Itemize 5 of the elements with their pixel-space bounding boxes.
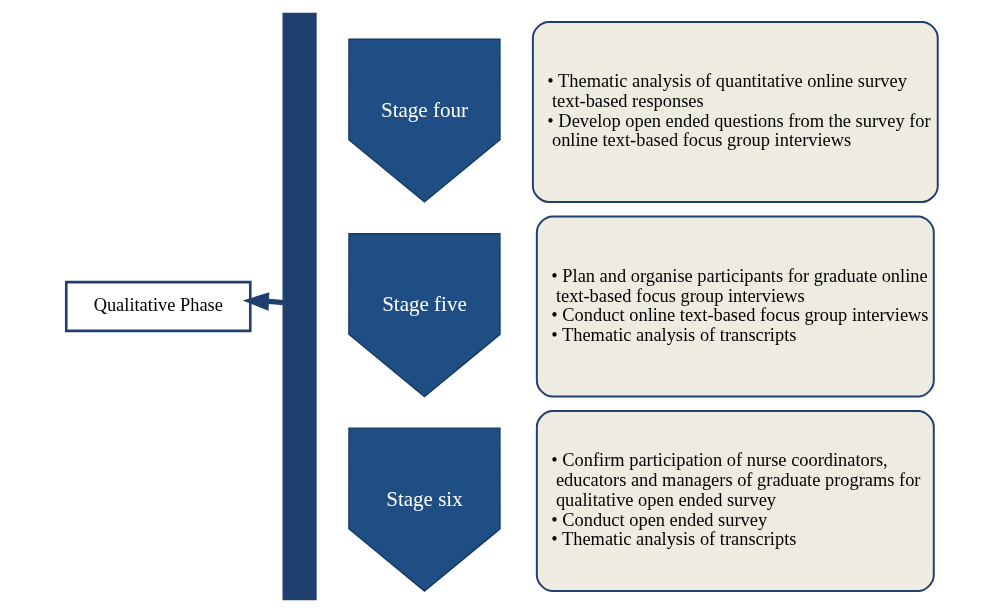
node-box: • Thematic analysis of quantitative online survey text-based responses • Develop open ended questions from the survey for online text-based focus group interviews: [531, 20, 939, 203]
node-box: Qualitative Phase: [64, 280, 252, 333]
node-box: • Confirm participation of nurse coordinators, educators and managers of graduate programs for qualitative open ended survey • Conduct open ended survey • Thematic analysis of transcripts: [535, 410, 935, 593]
node-bar: [282, 12, 317, 601]
node-box: • Plan and organise participants for graduate online text-based focus group interviews • Conduct online text-based focus group interviews • Thematic analysis of transcripts: [535, 215, 935, 398]
